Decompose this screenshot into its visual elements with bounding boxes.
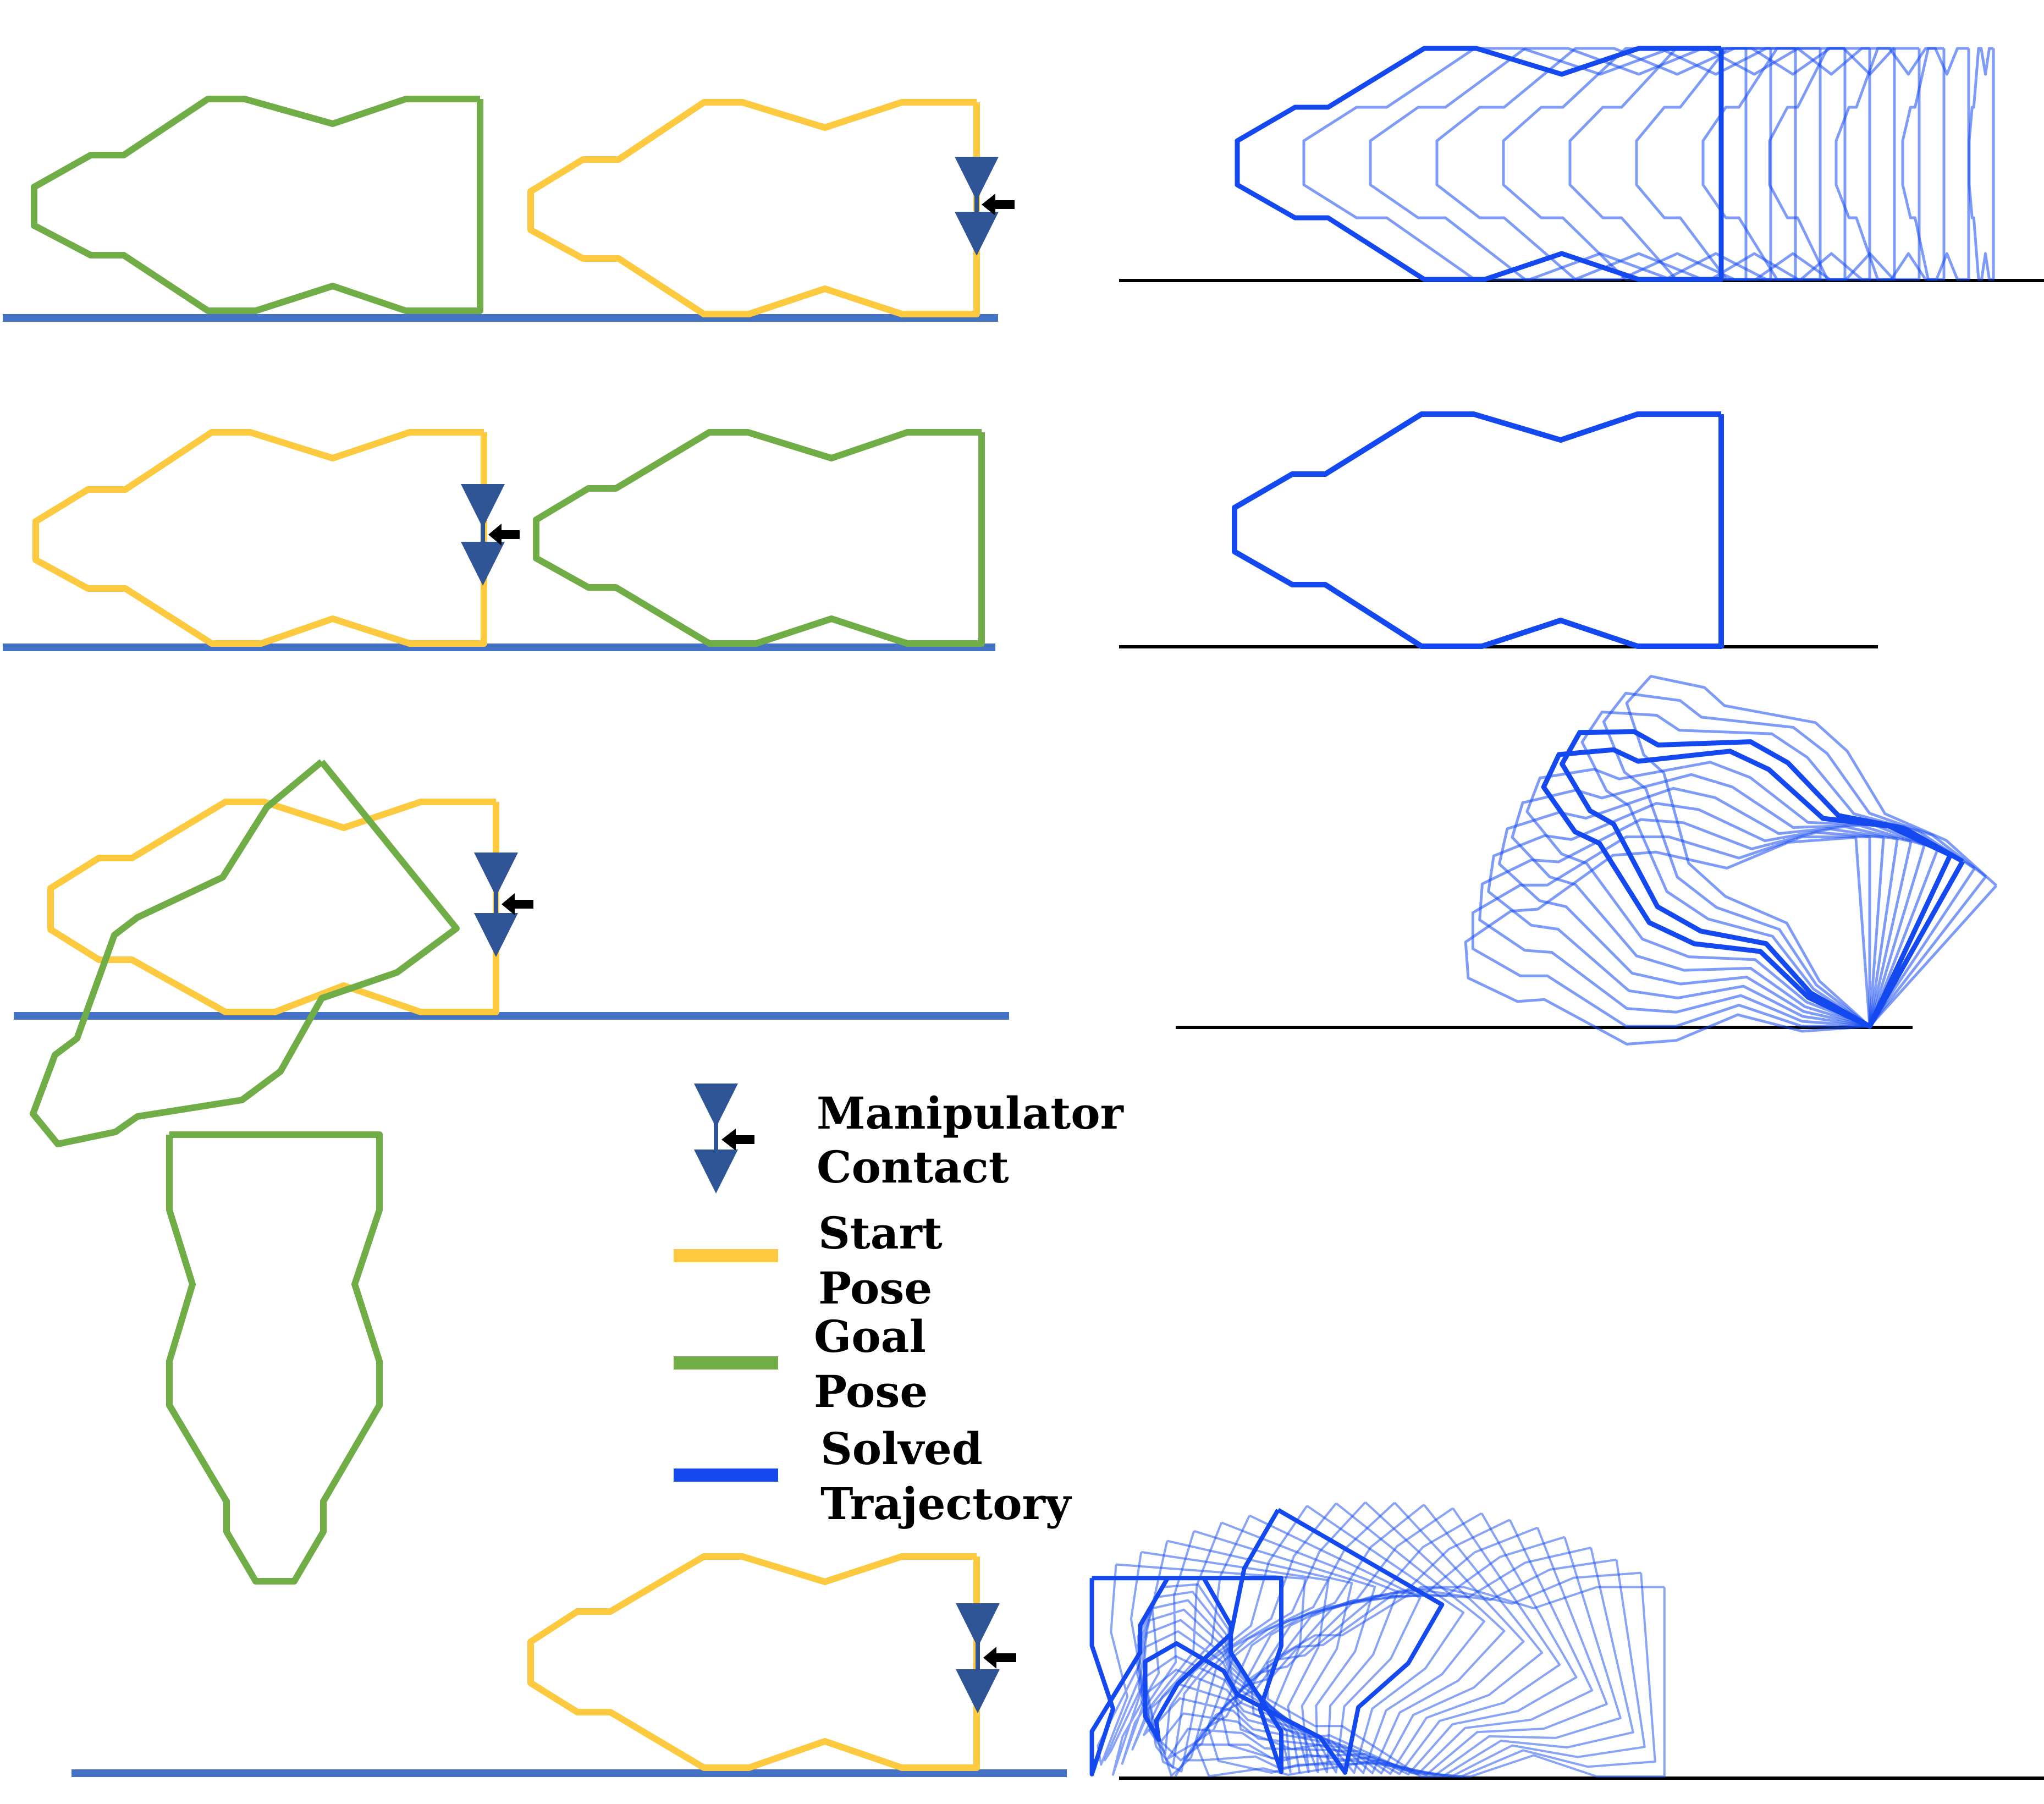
legend-start-label-2: Pose (818, 1262, 932, 1314)
row4-goal-pose (166, 1131, 383, 1585)
legend-solved-label-2: Trajectory (820, 1478, 1072, 1530)
trajectory-pose (1498, 787, 1913, 1028)
trajectory-pose (1234, 1558, 1646, 1777)
row1-manipulator-contact (955, 157, 1015, 256)
row3-manipulator-contact (474, 853, 533, 957)
row2-solved-trajectory (1232, 411, 1724, 649)
row3-start-pose (47, 799, 499, 1015)
trajectory-pose (1635, 47, 1871, 281)
trajectory-pose (1112, 1539, 1353, 1776)
legend-goal-label-2: Pose (814, 1366, 928, 1417)
row3-solved-trajectory (1464, 675, 1998, 1046)
legend-solved-label-1: Solved (820, 1423, 983, 1475)
trajectory-pose (1541, 747, 1953, 1029)
trajectory-pose (1145, 1505, 1465, 1774)
row4-start-pose (527, 1553, 980, 1771)
trajectory-pose (1568, 47, 1847, 281)
push-arrow-icon (488, 524, 520, 546)
trajectory-pose (1701, 47, 1896, 281)
trajectory-pose (1435, 47, 1797, 281)
push-arrow-icon (721, 1129, 754, 1151)
trajectory-pose (1302, 47, 1748, 281)
trajectory-pose (1968, 47, 1995, 281)
trajectory-pose (1471, 835, 1871, 1028)
trajectory-pose (1525, 761, 1939, 1028)
trajectory-pose (1235, 46, 1724, 282)
trajectory-pose (1266, 1586, 1666, 1778)
trajectory-pose (1478, 818, 1885, 1028)
row3-left-panel (14, 759, 1009, 1147)
trajectory-pose (1834, 47, 1946, 281)
trajectory-pose (1487, 802, 1899, 1028)
trajectory-pose (1147, 1502, 1485, 1774)
trajectory-pose (1131, 1521, 1399, 1774)
trajectory-pose (1560, 729, 1965, 1029)
row1-solved-trajectory (1235, 46, 1995, 282)
trajectory-pose (1220, 1546, 1634, 1777)
row1-trajectory-panel (1119, 46, 2044, 282)
row4-trajectory-panel (1089, 1501, 2044, 1780)
trajectory-pose (1901, 47, 1970, 281)
trajectory-pose (1768, 47, 1921, 281)
trajectory-pose (1625, 675, 1998, 1028)
push-arrow-icon (982, 194, 1015, 216)
row3-trajectory-panel (1176, 675, 1998, 1046)
row2-left-panel (3, 429, 995, 651)
legend-manipulator-label-1: Manipulator (817, 1087, 1124, 1139)
row1-left-panel (3, 96, 1015, 322)
row1-goal-pose (31, 96, 483, 314)
trajectory-pose (1249, 1571, 1656, 1778)
row1-start-pose (527, 99, 980, 317)
trajectory-pose (1194, 1526, 1608, 1778)
legend-manipulator-label-2: Contact (817, 1141, 1009, 1193)
trajectory-pose (1602, 691, 1987, 1028)
legend-goal-label-1: Goal (814, 1311, 926, 1362)
trajectory-pose (1206, 1536, 1622, 1777)
trajectory-pose (1511, 773, 1926, 1028)
legend-solved-trajectory: Solved Trajectory (674, 1423, 1072, 1530)
legend-manipulator-contact: Manipulator Contact (694, 1084, 1124, 1194)
row4-solved-trajectory (1089, 1501, 1666, 1778)
trajectory-pose (1502, 47, 1822, 281)
trajectory-pose (1104, 1550, 1330, 1773)
row2-trajectory-panel (1119, 411, 1878, 649)
row2-start-pose (32, 429, 487, 647)
row2-goal-pose (533, 429, 985, 647)
row4-left-panel (71, 1131, 1067, 1777)
row3-goal-pose (30, 759, 460, 1147)
legend: Manipulator Contact Start Pose Goal Pose… (674, 1084, 1124, 1530)
trajectory-pose (1580, 711, 1976, 1028)
row4-manipulator-contact (956, 1603, 1016, 1713)
legend-start-pose: Start Pose (674, 1207, 943, 1314)
trajectory-pose (1140, 1514, 1422, 1774)
row2-manipulator-contact (461, 484, 520, 586)
legend-start-label-1: Start (818, 1207, 943, 1259)
trajectory-pose (1143, 1508, 1445, 1775)
legend-goal-pose: Goal Pose (674, 1311, 928, 1417)
trajectory-pose (1464, 836, 1871, 1046)
push-arrow-icon (983, 1647, 1016, 1669)
push-arrow-icon (502, 893, 533, 915)
